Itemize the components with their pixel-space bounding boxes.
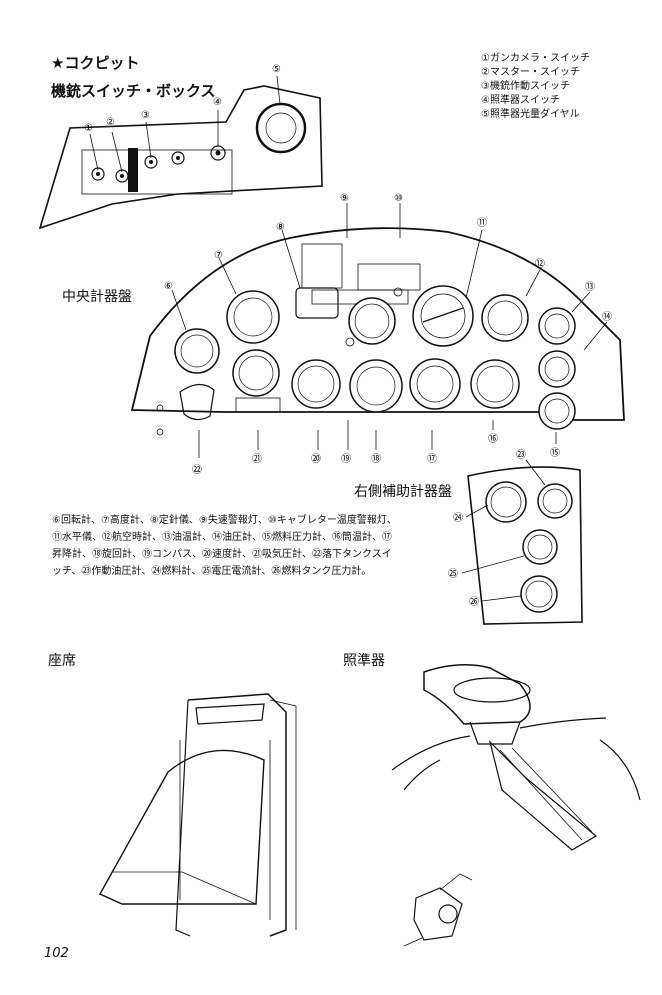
callout-17: ⑰ xyxy=(427,453,437,465)
callout-3: ③ xyxy=(141,110,150,121)
seat-title: 座席 xyxy=(48,653,76,669)
callout-10: ⑩ xyxy=(394,193,403,204)
gun-switch-box-title: 機銃スイッチ・ボックス xyxy=(51,82,216,100)
callout-5: ⑤ xyxy=(272,64,281,75)
callout-7: ⑦ xyxy=(214,250,223,261)
callout-13: ⑬ xyxy=(585,281,595,293)
callout-20: ⑳ xyxy=(311,453,321,465)
center-panel-title: 中央計器盤 xyxy=(62,289,132,305)
callout-15: ⑮ xyxy=(550,447,560,459)
right-panel-title: 右側補助計器盤 xyxy=(354,484,452,500)
right-panel-callouts: ㉓ ㉔ ㉕ ㉖ xyxy=(448,449,526,608)
legend-item: ③機銃作動スイッチ xyxy=(481,81,570,92)
legend-item: ②マスター・スイッチ xyxy=(481,67,580,78)
callout-18: ⑱ xyxy=(371,453,381,465)
callout-4: ④ xyxy=(213,97,222,108)
callout-26: ㉖ xyxy=(469,596,479,608)
callout-21: ㉑ xyxy=(252,453,262,465)
caption-line: ⑥回転計、⑦高度計、⑧定針儀、⑨失速警報灯、⑩キャブレター温度警報灯、 xyxy=(52,515,397,526)
gun-switch-legend: ①ガンカメラ・スイッチ ②マスター・スイッチ ③機銃作動スイッチ ④照準器スイッ… xyxy=(481,52,590,122)
callout-22: ㉒ xyxy=(192,464,202,476)
cockpit-heading: ★コクピット xyxy=(51,54,140,72)
gunsight-title: 照準器 xyxy=(343,653,385,669)
legend-item: ④照準器スイッチ xyxy=(481,95,560,106)
callout-9: ⑨ xyxy=(340,193,349,204)
callout-6: ⑥ xyxy=(164,281,173,292)
gun-switch-box-drawing xyxy=(38,75,323,230)
caption-line: ⑪水平儀、⑫航空時計、⑬油温計、⑭油圧計、⑮燃料圧力計、⑯筒温計、⑰ xyxy=(52,532,392,543)
callout-1: ① xyxy=(84,123,93,134)
gun-switch-callouts: ① ② ③ ④ ⑤ xyxy=(84,64,281,134)
callout-14: ⑭ xyxy=(602,311,612,323)
caption-line: 昇降計、⑱旋回計、⑲コンパス、⑳速度計、㉑吸気圧計、㉒落下タンクスイ xyxy=(52,549,392,560)
page-number: 102 xyxy=(44,946,69,961)
seat-drawing xyxy=(99,693,297,937)
center-panel-drawing xyxy=(130,203,625,458)
callout-23: ㉓ xyxy=(516,449,526,461)
right-panel-drawing xyxy=(461,459,583,625)
callout-19: ⑲ xyxy=(341,453,351,465)
callout-2: ② xyxy=(106,117,115,128)
callout-8: ⑧ xyxy=(276,222,285,233)
caption-line: ッチ、㉓作動油圧計、㉔燃料計、㉕電圧電流計、㉖燃料タンク圧力計。 xyxy=(52,566,372,577)
legend-item: ①ガンカメラ・スイッチ xyxy=(481,53,590,64)
callout-11: ⑪ xyxy=(477,217,487,229)
callout-25: ㉕ xyxy=(448,568,458,580)
legend-item: ⑤照準器光量ダイヤル xyxy=(481,109,580,120)
callout-12: ⑫ xyxy=(535,258,545,270)
gunsight-drawing xyxy=(391,664,641,947)
center-panel-callouts: ⑥ ⑦ ⑧ ⑨ ⑩ ⑪ ⑫ ⑬ ⑭ ⑮ ⑯ ⑰ ⑱ ⑲ ⑳ ㉑ ㉒ xyxy=(164,193,612,476)
callout-16: ⑯ xyxy=(488,433,498,445)
callout-24: ㉔ xyxy=(453,512,463,524)
instrument-caption: ⑥回転計、⑦高度計、⑧定針儀、⑨失速警報灯、⑩キャブレター温度警報灯、 ⑪水平儀… xyxy=(52,512,472,580)
